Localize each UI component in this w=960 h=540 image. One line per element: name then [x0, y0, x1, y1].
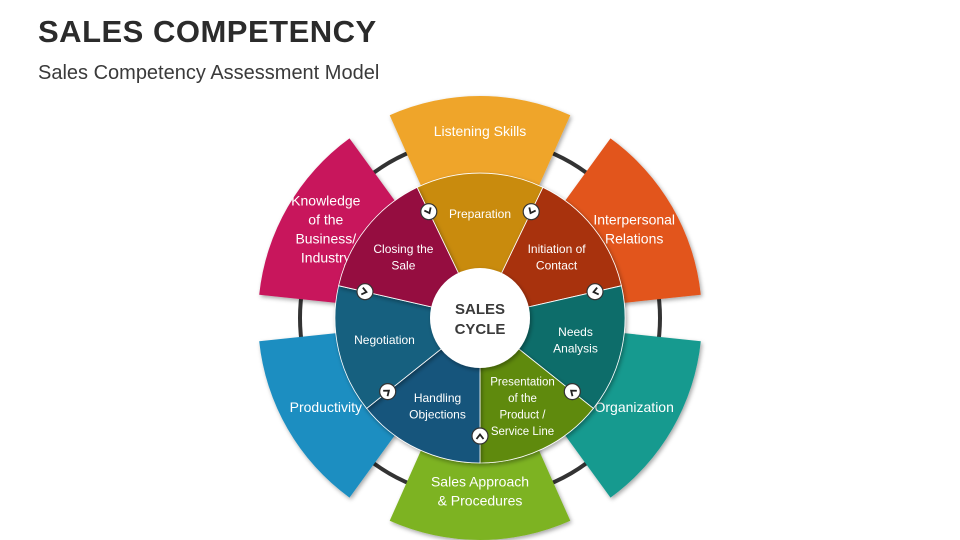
outer-segment-sales-approach-label-line-2: & Procedures: [438, 492, 523, 508]
cycle-arrow-7: [420, 203, 438, 221]
cycle-arrow-circle: [471, 427, 489, 445]
center-circle: [430, 268, 530, 368]
outer-segment-knowledge-label-line-1: Knowledge: [291, 192, 360, 208]
inner-segment-presentation-label-line-4: Service Line: [491, 426, 554, 438]
outer-segment-knowledge-label-line-4: Industry: [301, 249, 351, 265]
center-label-line-1: SALES: [455, 301, 505, 318]
chevron-right-icon: [360, 287, 368, 296]
inner-segment-closing-the-sale-label-line-2: Sale: [391, 258, 415, 272]
cycle-arrow-3: [563, 383, 581, 401]
chevron-right-icon: [528, 207, 537, 215]
outer-segment-listening-skills-label-line-1: Listening Skills: [434, 123, 527, 139]
chevron-right-icon: [383, 389, 391, 397]
cycle-arrow-circle: [356, 283, 374, 301]
center-label-line-2: CYCLE: [455, 321, 506, 338]
outer-segment-knowledge-label-line-3: Business/: [295, 230, 356, 246]
chevron-right-icon: [592, 287, 600, 296]
inner-segment-needs-analysis-label-line-2: Analysis: [553, 341, 598, 355]
inner-segment-closing-the-sale-label-line-1: Closing the: [373, 242, 433, 256]
chevron-right-icon: [423, 207, 432, 215]
inner-segment-handling-objections-label-line-2: Objections: [409, 408, 466, 422]
inner-segment-preparation-label-line-1: Preparation: [449, 207, 511, 221]
outer-segment-interpersonal-relations-label-line-2: Relations: [605, 230, 663, 246]
inner-segment-presentation-label-line-2: of the: [508, 393, 537, 405]
page-title: SALES COMPETENCY: [38, 14, 377, 49]
inner-segment-presentation-label-line-3: Product /: [499, 410, 546, 422]
cycle-arrow-circle: [586, 283, 604, 301]
inner-segment-handling-objections-label-line-1: Handling: [414, 391, 461, 405]
inner-segment-needs-analysis-label-line-1: Needs: [558, 325, 593, 339]
cycle-arrow-5: [379, 383, 397, 401]
outer-segment-productivity-label-line-1: Productivity: [290, 399, 362, 415]
outer-segment-sales-approach-label-line-1: Sales Approach: [431, 473, 529, 489]
cycle-arrow-circle: [563, 383, 581, 401]
chevron-right-icon: [569, 389, 577, 397]
cycle-arrows: [356, 203, 604, 445]
cycle-arrow-2: [586, 283, 604, 301]
outer-segment-organization-label-line-1: Organization: [595, 399, 674, 415]
inner-segment-negotiation-label-line-1: Negotiation: [354, 333, 415, 347]
inner-segment-initiation-of-contact-label-line-1: Initiation of: [528, 242, 587, 256]
inner-segment-initiation-of-contact-label-line-2: Contact: [536, 258, 578, 272]
cycle-arrow-circle: [420, 203, 438, 221]
cycle-arrow-4: [471, 427, 489, 445]
cycle-arrow-6: [356, 283, 374, 301]
outer-segment-knowledge-label-line-2: of the: [308, 211, 343, 227]
cycle-arrow-circle: [522, 203, 540, 221]
page-subtitle: Sales Competency Assessment Model: [38, 62, 380, 84]
chevron-right-icon: [475, 433, 485, 440]
outer-segment-interpersonal-relations-label-line-1: Interpersonal: [593, 211, 675, 227]
cycle-arrow-circle: [379, 383, 397, 401]
inner-segment-presentation-label-line-1: Presentation: [490, 377, 555, 389]
center-hub: SALES CYCLE: [430, 268, 530, 368]
cycle-arrow-1: [522, 203, 540, 221]
